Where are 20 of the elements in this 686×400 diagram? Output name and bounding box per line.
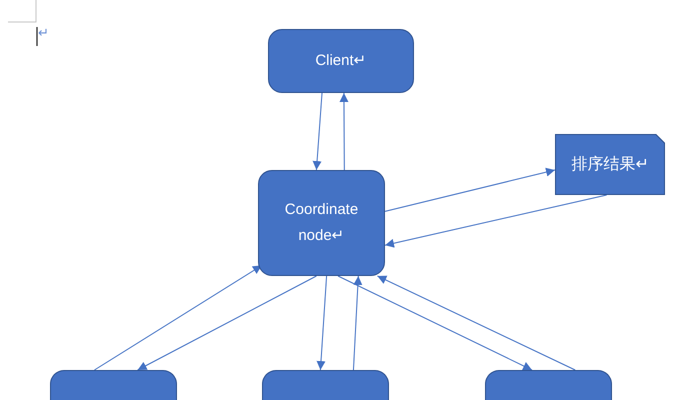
process-box bbox=[485, 370, 612, 400]
arrow bbox=[338, 276, 532, 370]
arrow bbox=[137, 276, 317, 370]
node-label: 排序结果↵ bbox=[570, 154, 650, 174]
arrow bbox=[94, 264, 262, 370]
arrow bbox=[339, 92, 348, 170]
process-box bbox=[262, 370, 389, 400]
arrow bbox=[384, 194, 608, 248]
arrow bbox=[352, 276, 362, 370]
node-label: Client↵ bbox=[314, 51, 368, 71]
node-label: Coordinate node↵ bbox=[284, 200, 360, 246]
arrow bbox=[376, 276, 576, 370]
arrow bbox=[312, 92, 323, 170]
arrow bbox=[316, 276, 328, 370]
process-box bbox=[258, 170, 385, 276]
arrow bbox=[384, 168, 556, 212]
process-box bbox=[50, 370, 177, 400]
process-box bbox=[268, 29, 414, 93]
document-shape bbox=[555, 134, 665, 195]
paragraph-mark: ↵ bbox=[38, 26, 49, 39]
